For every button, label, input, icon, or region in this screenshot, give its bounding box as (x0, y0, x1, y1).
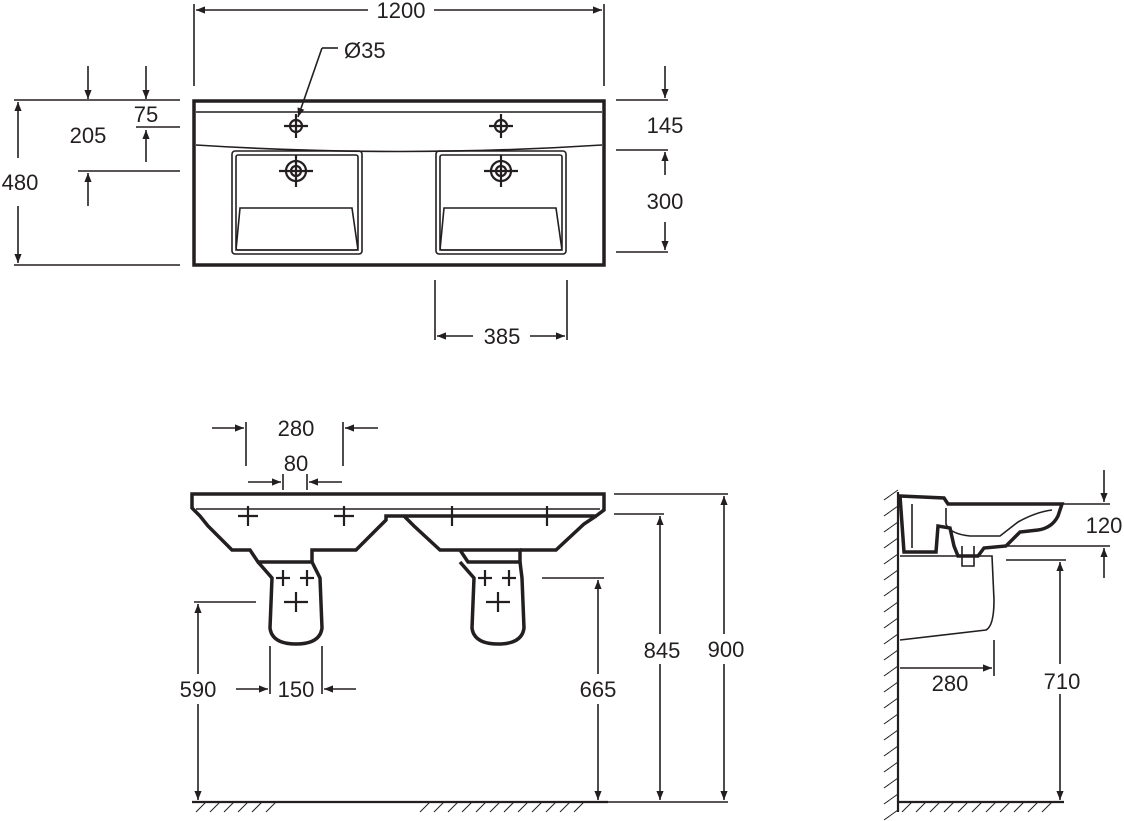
dim-deck-depth: 145 (647, 113, 684, 138)
dim-pedestal-spread: 280 (278, 416, 315, 441)
dim-pedestal-gap: 80 (284, 451, 308, 476)
dim-side-underside-height: 710 (1044, 669, 1081, 694)
dim-overall-width: 1200 (377, 0, 426, 23)
dim-overall-height: 900 (708, 637, 745, 662)
waste-hole-left (279, 155, 313, 187)
waste-hole-right (484, 155, 518, 187)
dim-tap-offset-small: 75 (134, 102, 158, 127)
top-deck-curve (195, 144, 603, 153)
tap-hole-left (284, 114, 308, 138)
dim-side-basin-depth: 120 (1086, 513, 1123, 538)
dim-rim-height-inner: 665 (580, 677, 617, 702)
front-view: 280 80 590 150 665 845 900 (180, 416, 745, 813)
dim-tap-offset-large: 205 (70, 123, 107, 148)
dim-bowl-width: 385 (484, 324, 521, 349)
top-view: 1200 Ø35 75 205 480 145 300 385 (2, 0, 684, 349)
dim-side-projection: 280 (932, 671, 969, 696)
side-view: 120 280 710 (883, 470, 1123, 821)
dim-waste-height: 590 (180, 677, 217, 702)
side-pedestal (899, 555, 995, 641)
dim-rim-height: 845 (644, 638, 681, 663)
dim-overall-depth: 480 (2, 170, 39, 195)
top-outline (192, 99, 606, 267)
dim-hole-diameter: Ø35 (344, 38, 386, 63)
dim-bowl-depth: 300 (647, 189, 684, 214)
dim-waste-width: 150 (278, 677, 315, 702)
front-pedestal-left (256, 560, 324, 646)
front-basin-outline (190, 492, 606, 564)
tap-hole-right (489, 114, 513, 138)
side-basin-profile (898, 494, 1065, 558)
front-pedestal-right (458, 560, 526, 646)
